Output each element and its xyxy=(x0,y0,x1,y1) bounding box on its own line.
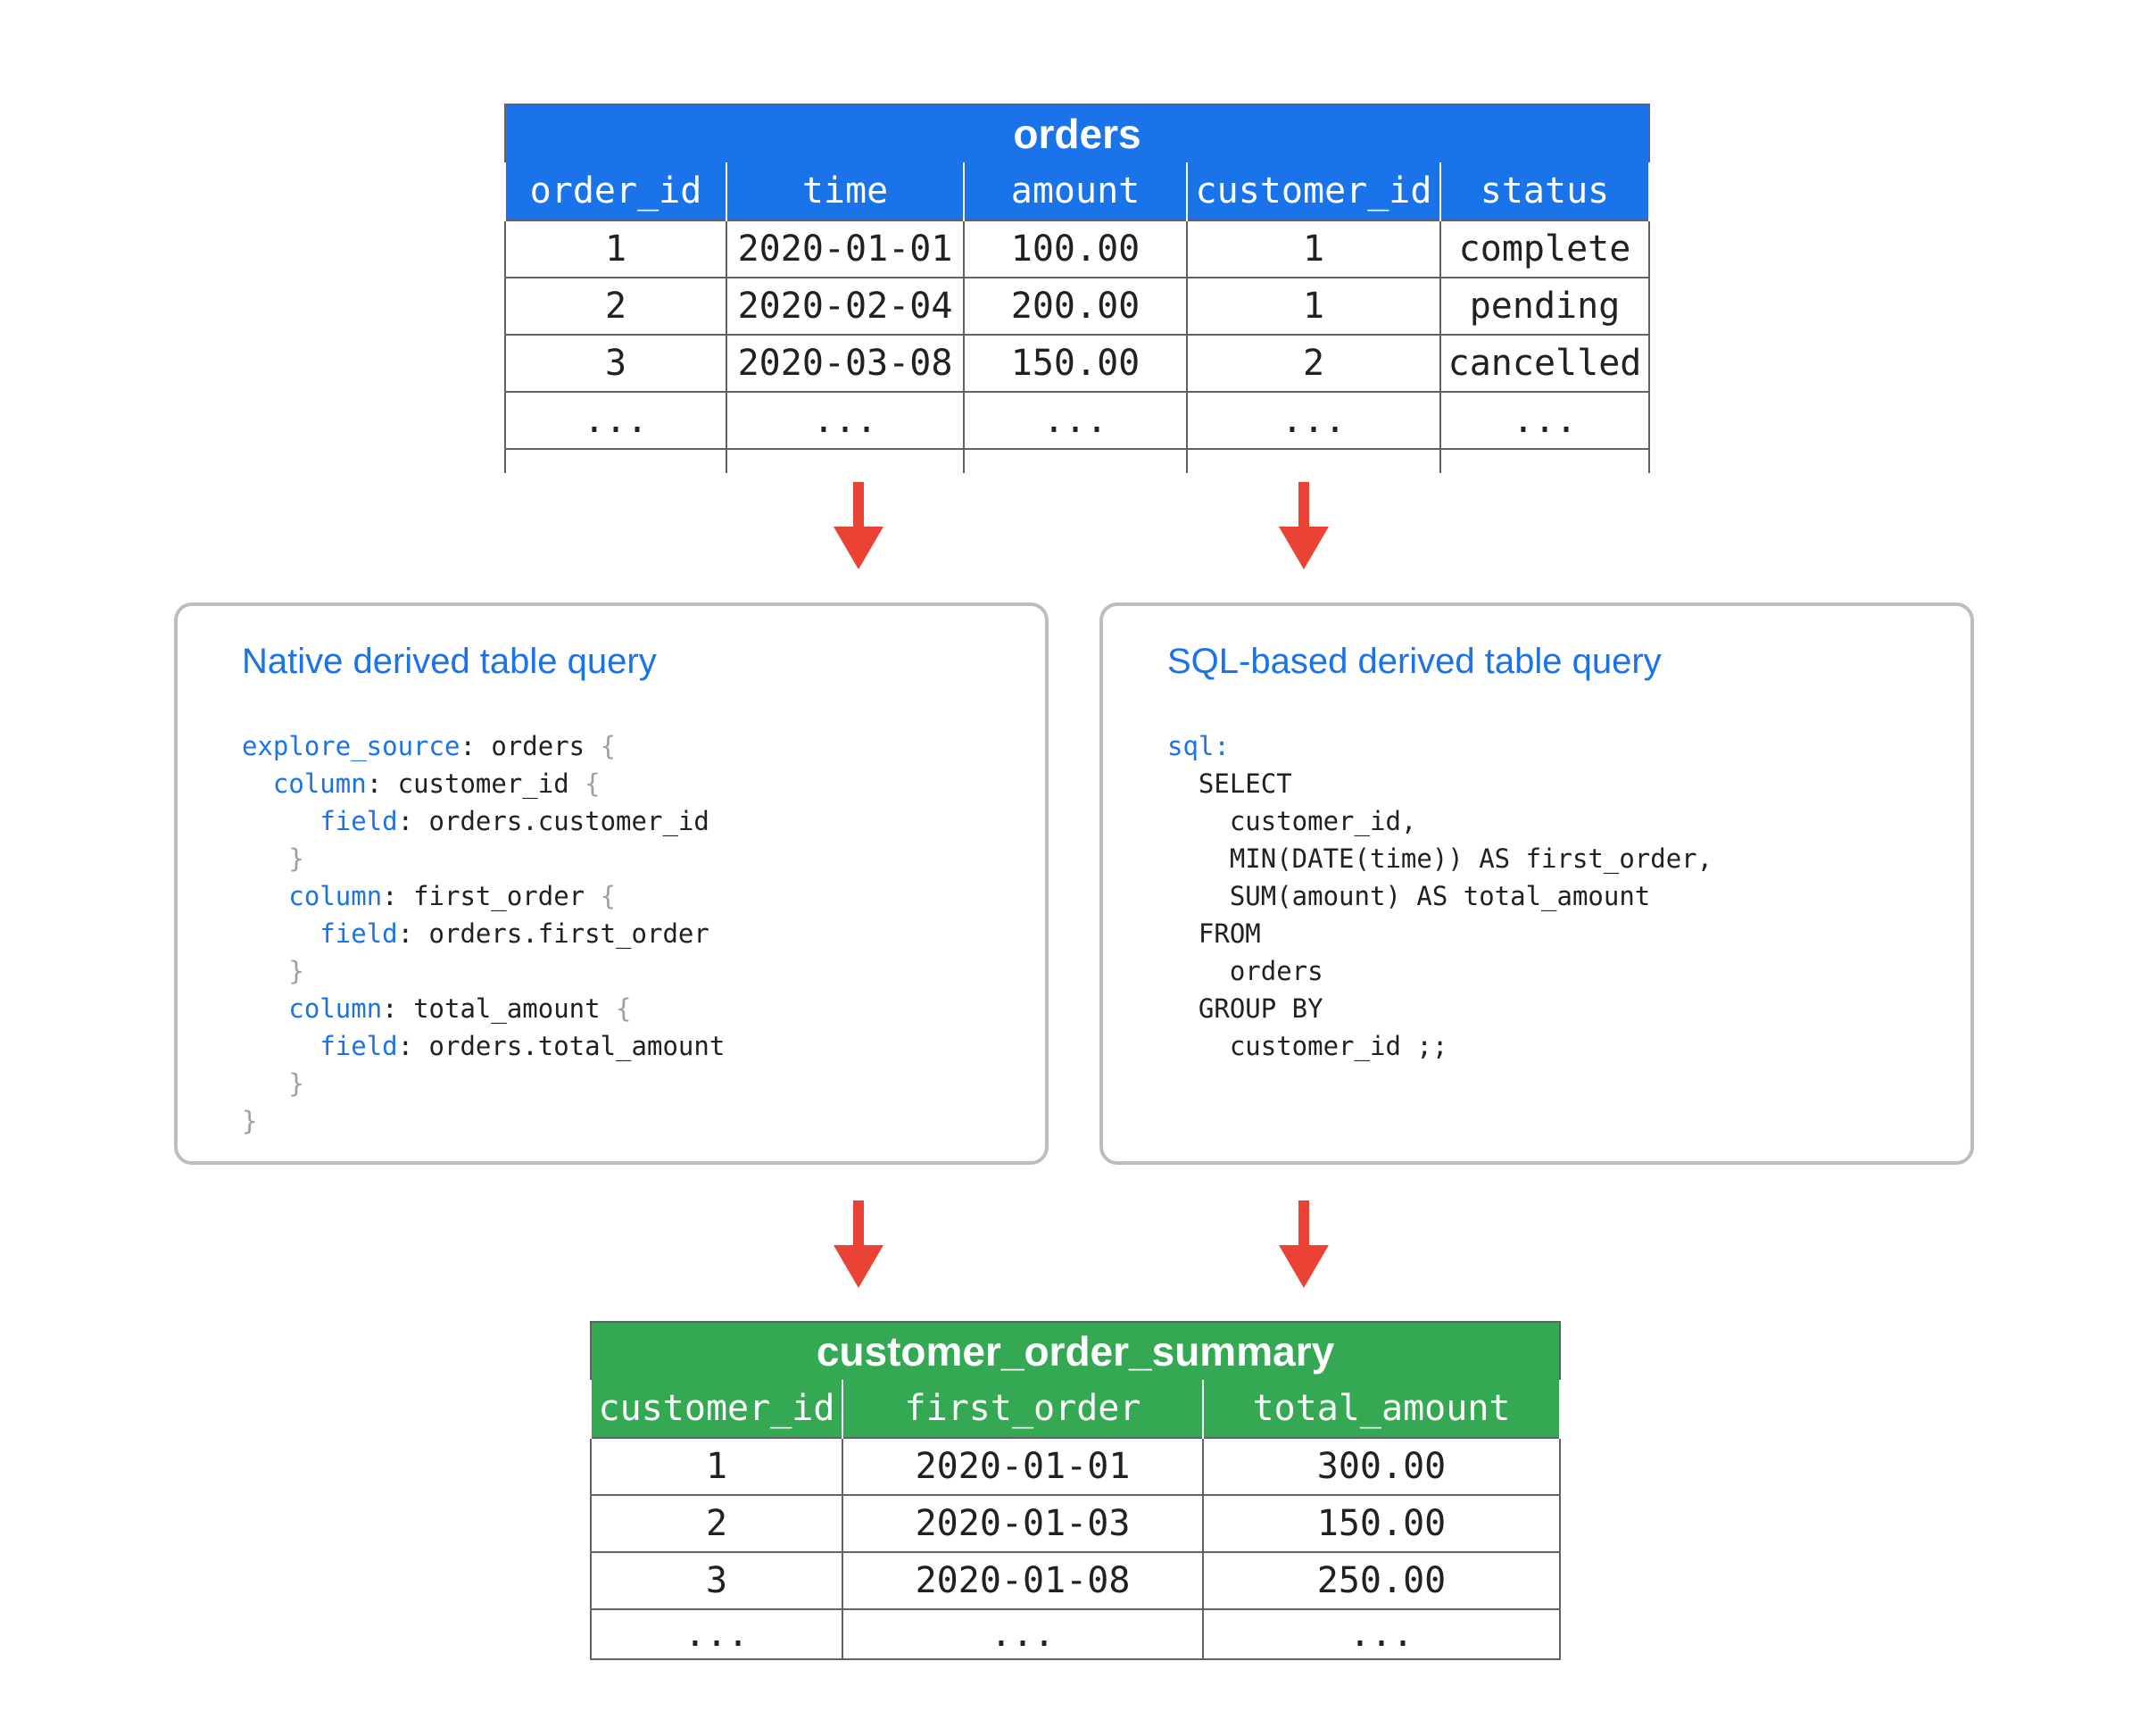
table-cell: 2 xyxy=(504,277,727,336)
orders-column-header: order_id xyxy=(504,162,727,220)
table-row: 3 2020-03-08 150.00 2 cancelled xyxy=(504,334,1651,393)
code-line: customer_id ;; xyxy=(1229,1031,1448,1061)
table-cell: 2020-01-01 xyxy=(842,1437,1204,1496)
orders-column-header: status xyxy=(1439,162,1651,220)
ellipsis-cell: ... xyxy=(1439,391,1651,450)
table-cell: 2020-02-04 xyxy=(726,277,965,336)
code-line: field: orders.total_amount xyxy=(319,1031,726,1061)
table-cell: pending xyxy=(1439,277,1651,336)
ellipsis-cell: ... xyxy=(842,1608,1204,1660)
table-cell: 1 xyxy=(590,1437,843,1496)
table-cell: 100.00 xyxy=(963,220,1188,278)
down-arrow-icon xyxy=(834,482,883,569)
table-cell: 1 xyxy=(1186,277,1441,336)
summary-column-header: customer_id xyxy=(590,1380,843,1438)
code-line: orders xyxy=(1229,956,1323,986)
table-cell: 150.00 xyxy=(963,334,1188,393)
code-line: } xyxy=(288,1068,304,1099)
sql-derived-table-panel: SQL-based derived table query sql: SELEC… xyxy=(1099,602,1974,1165)
code-line: sql: xyxy=(1167,731,1230,761)
table-cell: 200.00 xyxy=(963,277,1188,336)
ellipsis-cell: ... xyxy=(504,391,727,450)
code-line: SUM(amount) AS total_amount xyxy=(1229,881,1651,911)
orders-column-header: time xyxy=(726,162,965,220)
ellipsis-cell: ... xyxy=(1202,1608,1561,1660)
table-cell: 2020-01-01 xyxy=(726,220,965,278)
table-cell: 1 xyxy=(1186,220,1441,278)
code-line: explore_source: orders { xyxy=(242,731,617,761)
table-cell: complete xyxy=(1439,220,1651,278)
code-line: field: orders.first_order xyxy=(319,918,709,949)
code-line: } xyxy=(288,956,304,986)
ellipsis-cell: ... xyxy=(726,391,965,450)
code-line: field: orders.customer_id xyxy=(319,806,709,836)
table-row: 1 2020-01-01 100.00 1 complete xyxy=(504,220,1651,278)
ellipsis-cell: ... xyxy=(963,391,1188,450)
orders-table-title: orders xyxy=(505,104,1650,162)
summary-column-header: total_amount xyxy=(1202,1380,1561,1438)
code-line: column: customer_id { xyxy=(272,768,601,799)
code-line: GROUP BY xyxy=(1198,993,1323,1024)
table-cell: 2020-01-03 xyxy=(842,1494,1204,1553)
table-cell: 250.00 xyxy=(1202,1551,1561,1610)
customer-order-summary-table: customer_order_summary customer_id first… xyxy=(590,1321,1561,1660)
ellipsis-cell: ... xyxy=(590,1608,843,1660)
table-row: 1 2020-01-01 300.00 xyxy=(590,1437,1561,1496)
table-row: ... ... ... xyxy=(590,1608,1561,1660)
table-cell: 3 xyxy=(590,1551,843,1610)
table-row: ... ... ... ... ... xyxy=(504,391,1651,450)
orders-column-header: amount xyxy=(963,162,1188,220)
panel-title: SQL-based derived table query xyxy=(1167,642,1662,681)
down-arrow-icon xyxy=(834,1200,883,1288)
ellipsis-cell: ... xyxy=(1186,391,1441,450)
table-cell: 150.00 xyxy=(1202,1494,1561,1553)
orders-table: orders order_id time amount customer_id … xyxy=(504,104,1651,473)
table-row: 3 2020-01-08 250.00 xyxy=(590,1551,1561,1610)
panel-title: Native derived table query xyxy=(242,642,657,681)
code-line: } xyxy=(288,843,304,874)
code-line: customer_id, xyxy=(1229,806,1417,836)
down-arrow-icon xyxy=(1279,482,1329,569)
code-line: SELECT xyxy=(1198,768,1292,799)
table-cell: 1 xyxy=(504,220,727,278)
code-line: } xyxy=(242,1106,258,1136)
table-cell: 2 xyxy=(1186,334,1441,393)
native-code-block: explore_source: orders { column: custome… xyxy=(242,727,725,1140)
code-line: FROM xyxy=(1198,918,1261,949)
table-cell: 2020-01-08 xyxy=(842,1551,1204,1610)
table-cell: 2 xyxy=(590,1494,843,1553)
table-row-continuation xyxy=(504,448,1651,473)
down-arrow-icon xyxy=(1279,1200,1329,1288)
summary-column-header: first_order xyxy=(842,1380,1204,1438)
table-cell: 2020-03-08 xyxy=(726,334,965,393)
table-cell: 3 xyxy=(504,334,727,393)
code-line: column: first_order { xyxy=(288,881,617,911)
summary-table-title: customer_order_summary xyxy=(591,1322,1560,1380)
orders-column-header: customer_id xyxy=(1186,162,1441,220)
code-line: MIN(DATE(time)) AS first_order, xyxy=(1229,843,1713,874)
native-derived-table-panel: Native derived table query explore_sourc… xyxy=(174,602,1049,1165)
sql-code-block: sql: SELECT customer_id, MIN(DATE(time))… xyxy=(1167,727,1713,1065)
code-line: column: total_amount { xyxy=(288,993,632,1024)
table-row: 2 2020-01-03 150.00 xyxy=(590,1494,1561,1553)
table-row: 2 2020-02-04 200.00 1 pending xyxy=(504,277,1651,336)
table-cell: cancelled xyxy=(1439,334,1651,393)
table-cell: 300.00 xyxy=(1202,1437,1561,1496)
